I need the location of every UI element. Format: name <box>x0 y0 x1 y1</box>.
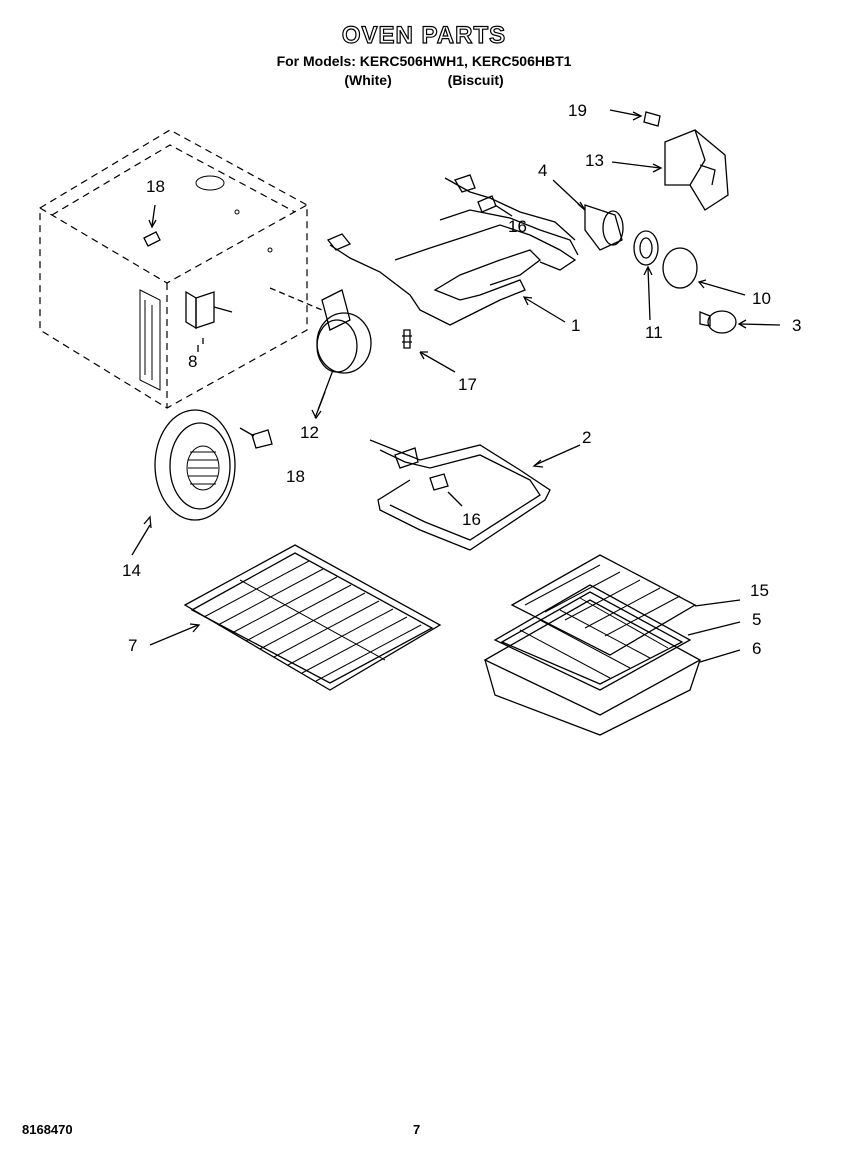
callout-5: 5 <box>752 610 761 629</box>
callout-12: 12 <box>300 423 319 442</box>
callout-13: 13 <box>585 151 604 170</box>
callout-16-broil: 16 <box>508 217 527 236</box>
callout-2: 2 <box>582 428 591 447</box>
callout-6: 6 <box>752 639 761 658</box>
callout-14: 14 <box>122 561 141 580</box>
variant-biscuit: (Biscuit) <box>447 72 504 88</box>
part-14-fan-cover <box>131 409 236 556</box>
models-line: For Models: KERC506HWH1, KERC506HBT1 <box>276 53 572 69</box>
callout-4: 4 <box>538 161 547 180</box>
callout-15: 15 <box>750 581 769 600</box>
callout-3: 3 <box>792 316 801 335</box>
part-12-shroud <box>269 287 372 374</box>
callout-19: 19 <box>568 101 587 120</box>
callout-17: 17 <box>458 375 477 394</box>
part-17-screw <box>402 329 456 373</box>
page-title: OVEN PARTS <box>341 21 507 49</box>
leader-lines <box>197 296 566 420</box>
part-7-rack <box>149 544 442 691</box>
part-18-screw-top <box>143 204 161 247</box>
part-2-bake-element <box>369 439 581 551</box>
page-number: 7 <box>413 1122 421 1137</box>
doc-number: 8168470 <box>22 1122 73 1137</box>
part-13-motor <box>611 129 729 211</box>
part-3-bulb <box>699 310 781 334</box>
callouts: 1 2 3 4 5 6 7 8 10 11 12 13 14 15 16 16 … <box>122 101 801 658</box>
part-11-gasket <box>633 230 659 321</box>
callout-11: 11 <box>645 323 663 342</box>
part-16-screw-broil <box>477 195 513 217</box>
variant-white: (White) <box>344 72 392 88</box>
callout-18-top: 18 <box>146 177 165 196</box>
callout-8: 8 <box>188 352 197 371</box>
callout-7: 7 <box>128 636 137 655</box>
part-10-lens <box>662 247 746 296</box>
oven-cavity <box>39 129 308 409</box>
callout-1: 1 <box>571 316 580 335</box>
callout-18-cover: 18 <box>286 467 305 486</box>
part-1-broil-element <box>326 174 579 326</box>
callout-16-bake: 16 <box>462 510 481 529</box>
variants-line: (White) (Biscuit) <box>0 72 848 88</box>
part-4-lamp-socket <box>552 179 624 251</box>
part-19-screw <box>609 109 661 127</box>
part-8-bracket <box>185 290 233 344</box>
callout-10: 10 <box>752 289 771 308</box>
part-15-5-6-broiler-set <box>483 554 741 736</box>
part-18-screw-cover <box>239 427 273 449</box>
